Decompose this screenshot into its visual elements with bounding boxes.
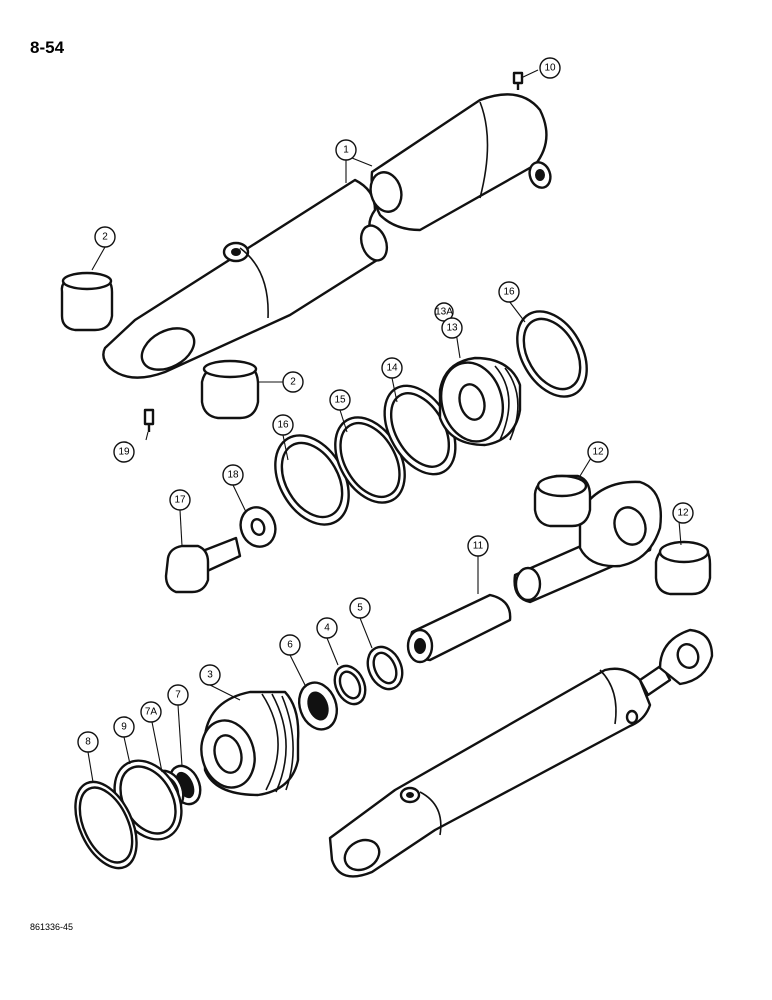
callout-11: 11 bbox=[467, 535, 489, 557]
svg-text:19: 19 bbox=[118, 447, 130, 458]
seal-14 bbox=[383, 384, 457, 476]
callout-1: 1 bbox=[335, 139, 357, 161]
grease-fitting-19 bbox=[143, 408, 155, 432]
callout-13: 13 bbox=[441, 317, 463, 339]
svg-text:5: 5 bbox=[357, 603, 363, 614]
wear-ring-16-right bbox=[516, 310, 588, 398]
svg-text:10: 10 bbox=[544, 63, 556, 74]
page-number: 8-54 bbox=[30, 38, 65, 57]
callout-7: 7 bbox=[167, 684, 189, 706]
bolt-17 bbox=[164, 536, 242, 594]
spacer-tube-11 bbox=[406, 593, 512, 664]
svg-text:1: 1 bbox=[343, 145, 349, 156]
svg-text:15: 15 bbox=[334, 395, 346, 406]
gland-3 bbox=[200, 690, 300, 797]
svg-text:2: 2 bbox=[290, 377, 296, 388]
svg-text:17: 17 bbox=[174, 495, 186, 506]
svg-text:11: 11 bbox=[473, 541, 484, 552]
svg-text:16: 16 bbox=[503, 287, 515, 298]
backup-ring-4 bbox=[333, 664, 367, 706]
callout-19: 19 bbox=[113, 441, 135, 463]
callout-14: 14 bbox=[381, 357, 403, 379]
svg-text:18: 18 bbox=[227, 470, 239, 481]
svg-text:7: 7 bbox=[175, 690, 181, 701]
svg-text:3: 3 bbox=[207, 670, 213, 681]
svg-text:12: 12 bbox=[592, 447, 604, 458]
callout-7a: 7A bbox=[140, 701, 162, 723]
callout-5: 5 bbox=[349, 597, 371, 619]
svg-text:12: 12 bbox=[677, 508, 689, 519]
bushing-12-right bbox=[654, 540, 712, 596]
piston-13 bbox=[438, 356, 522, 447]
callout-4: 4 bbox=[316, 617, 338, 639]
svg-text:7A: 7A bbox=[145, 707, 158, 718]
svg-text:14: 14 bbox=[386, 363, 398, 374]
svg-text:9: 9 bbox=[121, 722, 127, 733]
callout-2-left: 2 bbox=[94, 226, 116, 248]
grease-fitting-10 bbox=[512, 71, 524, 90]
bushing-2-lower bbox=[200, 359, 260, 420]
cylinder-barrel-end bbox=[369, 93, 552, 232]
callout-8: 8 bbox=[77, 731, 99, 753]
backup-ring-15 bbox=[334, 416, 406, 504]
svg-text:2: 2 bbox=[102, 232, 108, 243]
svg-text:16: 16 bbox=[277, 420, 289, 431]
callout-16-left: 16 bbox=[272, 414, 294, 436]
callout-10: 10 bbox=[539, 57, 561, 79]
leader-lines bbox=[87, 69, 682, 783]
svg-text:4: 4 bbox=[324, 623, 330, 634]
callout-2-lower: 2 bbox=[282, 371, 304, 393]
svg-text:13: 13 bbox=[446, 323, 458, 334]
callout-9: 9 bbox=[113, 716, 135, 738]
callout-17: 17 bbox=[169, 489, 191, 511]
figure-code: 861336-45 bbox=[30, 922, 74, 932]
wiper-6 bbox=[297, 681, 339, 731]
svg-text:13A: 13A bbox=[435, 307, 453, 318]
callout-12-right: 12 bbox=[672, 502, 694, 524]
callout-12-upper: 12 bbox=[587, 441, 609, 463]
cylinder-tube bbox=[102, 178, 389, 379]
bushing-2-left bbox=[60, 271, 114, 332]
assembled-cylinder bbox=[328, 628, 714, 878]
callout-13a: 13A bbox=[434, 302, 454, 322]
bushing-12-upper bbox=[533, 474, 592, 528]
callout-18: 18 bbox=[222, 464, 244, 486]
callout-3: 3 bbox=[199, 664, 221, 686]
o-ring-8 bbox=[74, 780, 138, 870]
rod-seal-5 bbox=[366, 645, 404, 691]
wear-ring-16-left bbox=[274, 434, 350, 526]
callout-6: 6 bbox=[279, 634, 301, 656]
callout-16-right: 16 bbox=[498, 281, 520, 303]
svg-text:8: 8 bbox=[85, 737, 91, 748]
washer-18 bbox=[239, 506, 277, 548]
svg-text:6: 6 bbox=[287, 640, 293, 651]
rod-11 bbox=[513, 480, 662, 604]
callout-15: 15 bbox=[329, 389, 351, 411]
